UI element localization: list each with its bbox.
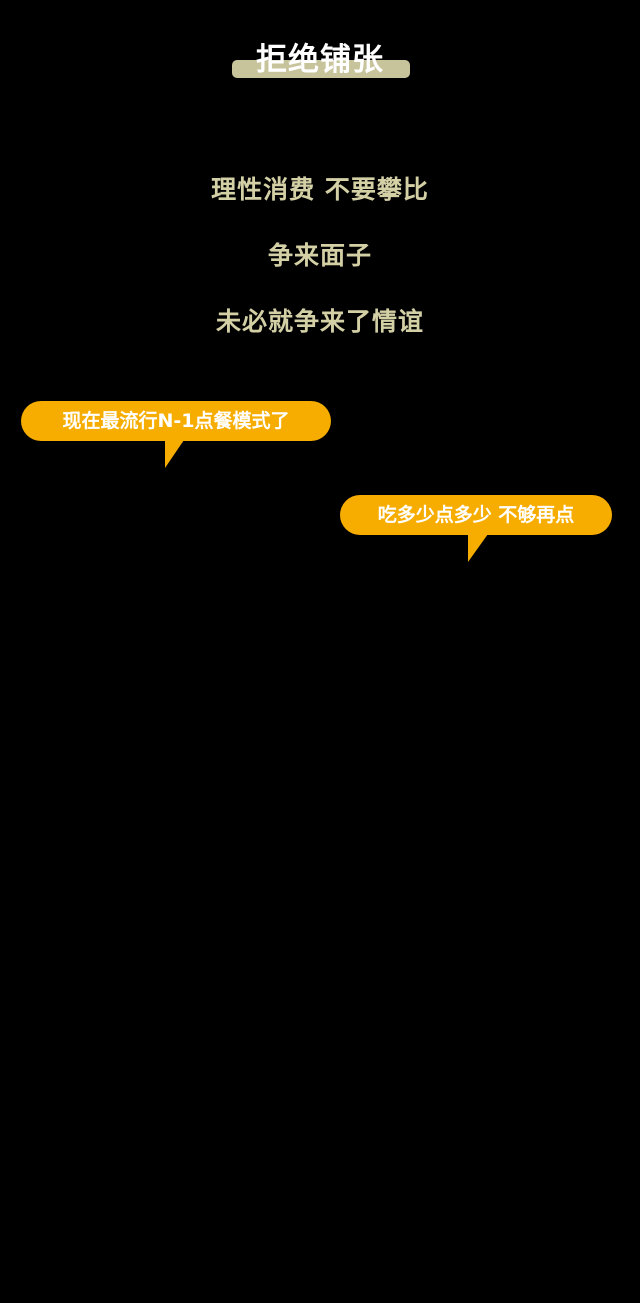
title-underline-bar [232,60,410,78]
speech-bubble-tail [468,534,488,562]
page-title: 拒绝铺张 [256,42,384,78]
caption-line-1: 理性消费 不要攀比 [211,175,429,204]
speech-bubble-text: 吃多少点多少 不够再点 [340,495,612,535]
caption-line-2: 争来面子 [267,241,372,270]
speech-bubble-text: 现在最流行N-1点餐模式了 [21,401,331,441]
title-block: 拒绝铺张 [0,30,640,80]
speech-bubble-tail [165,440,184,468]
caption-line-3: 未必就争来了情谊 [215,307,424,336]
